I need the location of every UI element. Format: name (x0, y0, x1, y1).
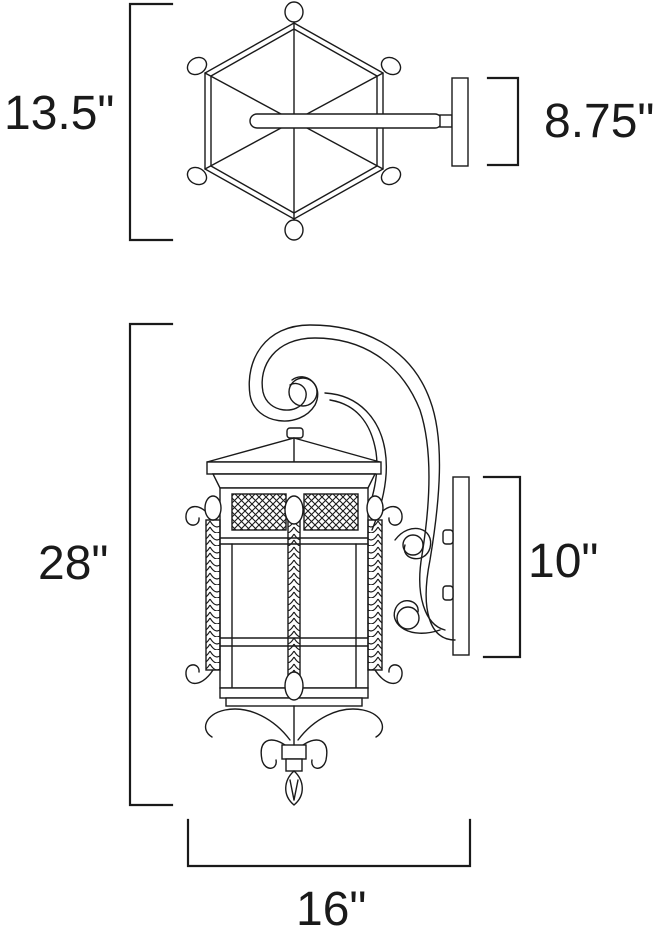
dim-side-backplate: 10" (528, 535, 599, 588)
dim-side-height: 28" (38, 537, 109, 590)
side-scroll-arm (248, 324, 456, 641)
top-height-bracket (128, 2, 174, 242)
side-lantern-roof (206, 427, 382, 489)
dim-width: 16" (296, 883, 367, 936)
top-arm (249, 113, 453, 129)
side-view (128, 322, 522, 868)
top-backplate (451, 77, 469, 167)
side-width-bracket (186, 818, 472, 868)
side-backplate-bracket (482, 475, 522, 659)
side-lantern-ropes (185, 495, 403, 685)
side-height-bracket (128, 322, 174, 807)
dim-top-height: 13.5" (4, 87, 115, 140)
dim-top-backplate: 8.75" (544, 95, 655, 148)
side-lantern-body (219, 487, 369, 707)
top-finials (186, 1, 402, 241)
side-backplate (452, 476, 470, 656)
top-view (128, 1, 520, 242)
top-backplate-bracket (486, 76, 520, 167)
side-lantern-bottom (204, 705, 384, 806)
